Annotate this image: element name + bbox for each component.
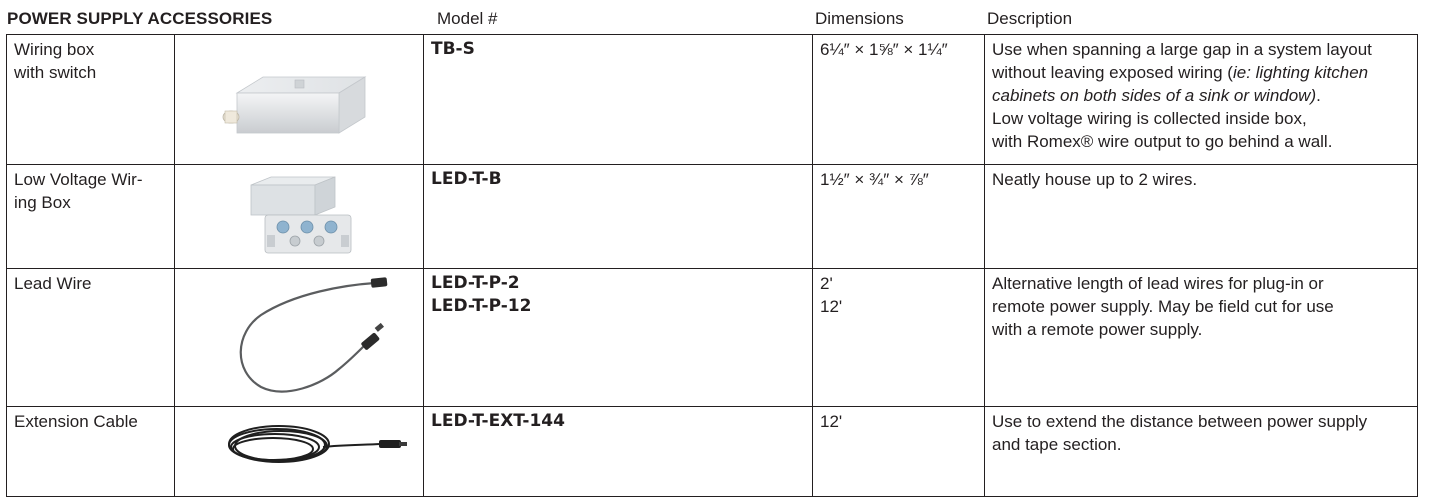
product-name-line: Low Voltage Wir- — [14, 170, 143, 189]
model-cell: LED-T-EXT-144 — [423, 406, 813, 497]
product-name-cell: Lead Wire — [6, 268, 175, 407]
section-title: POWER SUPPLY ACCESSORIES — [7, 9, 273, 28]
table-row: Low Voltage Wir- ing Box — [6, 164, 1418, 269]
dimension-value: 6¼″ × 1⅝″ × 1¼″ — [820, 40, 948, 59]
wiring-box-switch-photo-icon — [222, 76, 367, 134]
model-cell: LED-T-P-2 LED-T-P-12 — [423, 268, 813, 407]
model-number: LED-T-EXT-144 — [431, 411, 565, 431]
description-cell: Use when spanning a large gap in a syste… — [984, 34, 1418, 165]
accessories-table: Wiring box with switch — [6, 34, 1418, 497]
description-cell: Neatly house up to 2 wires. — [984, 164, 1418, 269]
description-line: remote power supply. May be field cut fo… — [992, 297, 1334, 316]
model-number: LED-T-P-12 — [431, 296, 532, 316]
product-name-line: ing Box — [14, 193, 71, 212]
column-header-dimensions: Dimensions — [815, 9, 904, 28]
dimension-value: 12' — [820, 412, 843, 431]
product-image-cell — [174, 164, 424, 269]
model-number: LED-T-B — [431, 169, 502, 189]
dimensions-cell: 2' 12' — [812, 268, 985, 407]
extension-cable-photo-icon — [228, 425, 407, 463]
dimension-value: 2' — [820, 274, 833, 293]
table-row: Extension Cable LED-T-EX — [6, 406, 1418, 497]
description-line: cabinets on both sides of a sink or wind… — [992, 86, 1321, 105]
description-line: with a remote power supply. — [992, 320, 1203, 339]
product-name-line: Lead Wire — [14, 274, 92, 293]
model-cell: LED-T-B — [423, 164, 813, 269]
model-cell: TB-S — [423, 34, 813, 165]
description-line: and tape section. — [992, 435, 1122, 454]
product-name-cell: Extension Cable — [6, 406, 175, 497]
model-number: TB-S — [431, 39, 475, 59]
description-cell: Alternative length of lead wires for plu… — [984, 268, 1418, 407]
dimensions-cell: 6¼″ × 1⅝″ × 1¼″ — [812, 34, 985, 165]
junction-box-photo-icon — [250, 176, 352, 254]
product-image-cell — [174, 34, 424, 165]
dimensions-cell: 1½″ × ¾″ × ⅞″ — [812, 164, 985, 269]
product-image-cell — [174, 268, 424, 407]
product-name-line: Extension Cable — [14, 412, 138, 431]
product-image-cell — [174, 406, 424, 497]
dimension-value: 12' — [820, 297, 843, 316]
product-name-line: Wiring box — [14, 40, 95, 59]
description-cell: Use to extend the distance between power… — [984, 406, 1418, 497]
description-line: Neatly house up to 2 wires. — [992, 170, 1198, 189]
description-line: without leaving exposed wiring (ie: ligh… — [992, 63, 1369, 82]
dimension-value: 1½″ × ¾″ × ⅞″ — [820, 170, 929, 189]
description-line: Alternative length of lead wires for plu… — [992, 274, 1324, 293]
model-number: LED-T-P-2 — [431, 273, 520, 293]
product-name-cell: Wiring box with switch — [6, 34, 175, 165]
dimensions-cell: 12' — [812, 406, 985, 497]
column-header-description: Description — [987, 9, 1073, 28]
product-name-cell: Low Voltage Wir- ing Box — [6, 164, 175, 269]
lead-wire-photo-icon — [239, 277, 388, 393]
description-line: Use when spanning a large gap in a syste… — [992, 40, 1372, 59]
product-name-line: with switch — [14, 63, 97, 82]
description-line: with Romex® wire output to go behind a w… — [992, 132, 1333, 151]
table-row: Wiring box with switch — [6, 34, 1418, 165]
table-row: Lead Wire LED-T-P-2 LED-T-P-12 2' 12' Al… — [6, 268, 1418, 407]
column-header-model: Model # — [437, 9, 498, 28]
description-line: Use to extend the distance between power… — [992, 412, 1368, 431]
description-line: Low voltage wiring is collected inside b… — [992, 109, 1307, 128]
